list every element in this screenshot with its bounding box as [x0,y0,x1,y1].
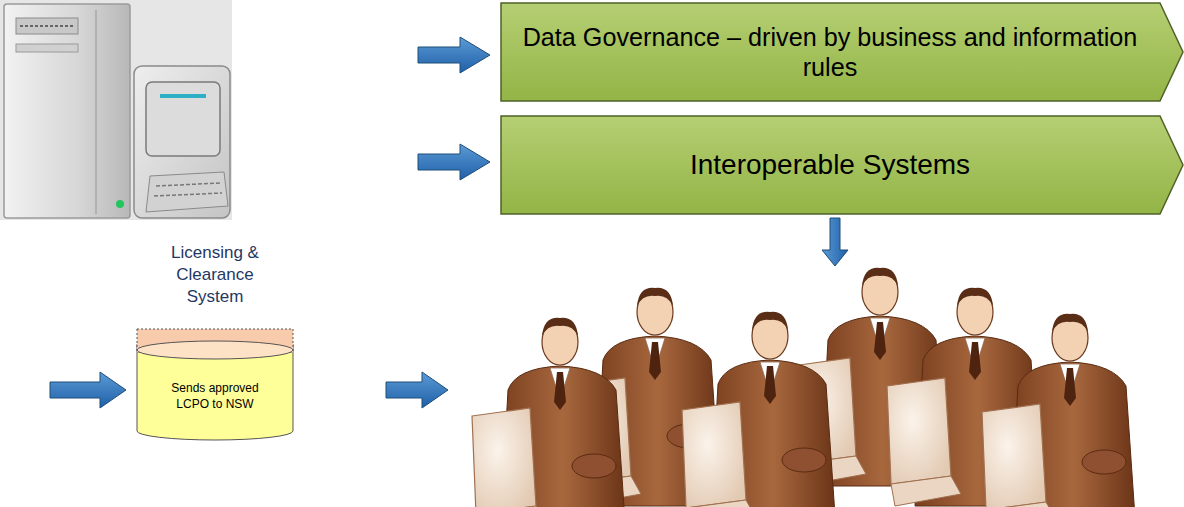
node-text: Interoperable Systems [690,148,970,182]
band-text-area: Data Governance – driven by business and… [516,2,1144,102]
people-illustration [472,268,1136,507]
block-arrow [386,372,448,408]
node-text: Data Governance – driven by business and… [516,22,1144,82]
block-arrow [418,37,490,73]
cylinder-body-area: Sends approved LCPO to NSW [143,362,287,431]
cylinder-heading-area: Licensing & Clearance System [126,242,304,308]
band-outline [500,2,1184,102]
database-cylinder: Licensing & Clearance SystemSends approv… [126,242,304,442]
block-arrow [822,218,848,266]
block-arrow [50,372,126,408]
band-text-area: Interoperable Systems [516,115,1144,215]
chevron-band: Interoperable Systems [500,115,1184,215]
node-text: Sends approved LCPO to NSW [159,381,271,412]
node-text: Licensing & Clearance System [155,242,275,308]
chevron-band: Data Governance – driven by business and… [500,2,1184,102]
block-arrow [418,144,490,180]
computer-illustration [0,0,232,220]
